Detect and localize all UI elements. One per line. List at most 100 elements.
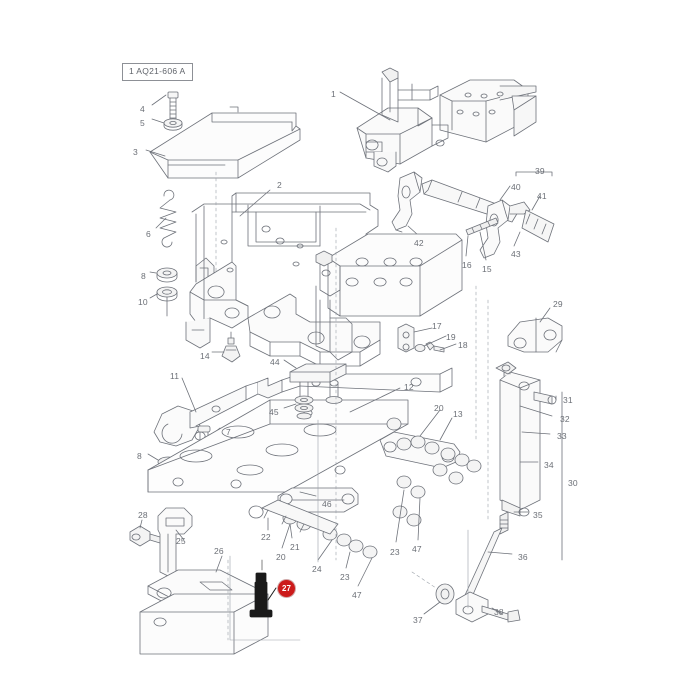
leader-13 <box>439 417 453 441</box>
leader-33 <box>521 431 551 435</box>
part-rod-36 <box>455 499 530 623</box>
callout-label-44[interactable]: 44 <box>270 357 280 367</box>
callout-label-39[interactable]: 39 <box>535 166 545 176</box>
leader-20 <box>419 409 441 437</box>
callout-label-3[interactable]: 3 <box>133 147 138 157</box>
part-main-housing-1 <box>356 67 537 173</box>
callout-label-28[interactable]: 28 <box>138 510 148 520</box>
callout-label-31[interactable]: 31 <box>563 395 573 405</box>
part-plate-12 <box>147 399 409 493</box>
callout-label-8[interactable]: 8 <box>141 271 146 281</box>
callout-label-33[interactable]: 33 <box>557 431 567 441</box>
leader-27 <box>267 587 277 601</box>
callout-label-23[interactable]: 23 <box>390 547 400 557</box>
callout-label-26[interactable]: 26 <box>214 546 224 556</box>
callout-label-23[interactable]: 23 <box>340 572 350 582</box>
part-nut-19 <box>414 344 426 352</box>
callout-label-14[interactable]: 14 <box>200 351 210 361</box>
diagram-title-box: 1 AQ21-606 A <box>122 63 193 81</box>
callout-label-8[interactable]: 8 <box>137 451 142 461</box>
guide-6 <box>411 571 437 589</box>
leader-11 <box>181 377 197 413</box>
callout-label-34[interactable]: 34 <box>544 460 554 470</box>
callout-label-22[interactable]: 22 <box>261 532 271 542</box>
part-washers-45 <box>294 395 343 420</box>
part-cover-plate-3 <box>149 106 301 179</box>
callout-label-6[interactable]: 6 <box>146 229 151 239</box>
callout-label-43[interactable]: 43 <box>511 249 521 259</box>
highlighted-part-badge-27[interactable]: 27 <box>278 580 295 597</box>
callout-label-15[interactable]: 15 <box>482 264 492 274</box>
callout-label-19[interactable]: 19 <box>446 332 456 342</box>
callout-label-24[interactable]: 24 <box>312 564 322 574</box>
leader-25 <box>175 529 185 541</box>
callout-label-20[interactable]: 20 <box>434 403 444 413</box>
part-bracket-17 <box>397 323 415 353</box>
part-cylinder-30 <box>495 361 557 511</box>
part-fork-42-left <box>391 171 423 233</box>
leader-29 <box>539 307 551 323</box>
callout-label-21[interactable]: 21 <box>290 542 300 552</box>
callout-label-42[interactable]: 42 <box>414 238 424 248</box>
part-fork-43-right <box>479 199 555 259</box>
callout-label-12[interactable]: 12 <box>404 382 414 392</box>
callout-label-41[interactable]: 41 <box>537 191 547 201</box>
leader-16 <box>465 235 469 257</box>
leader-23 <box>395 489 405 543</box>
callout-label-40[interactable]: 40 <box>511 182 521 192</box>
callout-label-32[interactable]: 32 <box>560 414 570 424</box>
leader-23b <box>345 551 351 569</box>
callout-label-17[interactable]: 17 <box>432 321 442 331</box>
leader-40 <box>499 185 511 201</box>
leader-46 <box>299 491 317 497</box>
callout-label-1[interactable]: 1 <box>331 89 336 99</box>
callout-label-47[interactable]: 47 <box>352 590 362 600</box>
callout-label-45[interactable]: 45 <box>269 407 279 417</box>
leader-1 <box>339 91 391 121</box>
leader-12 <box>349 387 401 413</box>
part-washer-37 <box>435 583 455 605</box>
callout-label-38[interactable]: 38 <box>494 607 504 617</box>
leader-42 <box>407 225 419 236</box>
callout-label-29[interactable]: 29 <box>553 299 563 309</box>
leader-44 <box>283 359 297 369</box>
part-main-frame-2 <box>185 192 463 367</box>
callout-label-11[interactable]: 11 <box>170 371 180 381</box>
callout-label-25[interactable]: 25 <box>176 536 186 546</box>
part-handle-25 <box>157 507 193 577</box>
leader-41 <box>531 195 541 211</box>
callout-label-30[interactable]: 30 <box>568 478 578 488</box>
callout-label-10[interactable]: 10 <box>138 297 148 307</box>
callout-label-18[interactable]: 18 <box>458 340 468 350</box>
leader-19 <box>423 335 447 347</box>
callout-label-16[interactable]: 16 <box>462 260 472 270</box>
leader-26 <box>215 555 223 573</box>
leader-28 <box>139 519 143 529</box>
part-bolt-4 <box>167 91 179 121</box>
leader-6 <box>155 217 167 229</box>
part-pin-16 <box>465 217 499 236</box>
part-washer-5 <box>163 118 183 131</box>
callout-label-4[interactable]: 4 <box>140 104 145 114</box>
guide-box-lower <box>229 555 301 641</box>
callout-label-13[interactable]: 13 <box>453 409 463 419</box>
callout-label-2[interactable]: 2 <box>277 180 282 190</box>
leader-17 <box>413 327 433 333</box>
leader-3 <box>145 149 166 157</box>
leader-10 <box>149 293 158 299</box>
part-bolt-27 <box>249 572 273 618</box>
callout-label-5[interactable]: 5 <box>140 118 145 128</box>
callout-label-47[interactable]: 47 <box>412 544 422 554</box>
callout-label-37[interactable]: 37 <box>413 615 423 625</box>
part-spring-6 <box>159 189 177 248</box>
callout-label-46[interactable]: 46 <box>322 499 332 509</box>
part-beam-lower <box>139 593 269 655</box>
callout-label-35[interactable]: 35 <box>533 510 543 520</box>
callout-label-36[interactable]: 36 <box>518 552 528 562</box>
leader-15 <box>479 231 487 261</box>
callout-label-20[interactable]: 20 <box>276 552 286 562</box>
callout-label-7[interactable]: 7 <box>226 427 231 437</box>
leader-8b <box>147 453 159 461</box>
bracket-39 <box>515 171 553 177</box>
leader-21 <box>289 523 293 539</box>
